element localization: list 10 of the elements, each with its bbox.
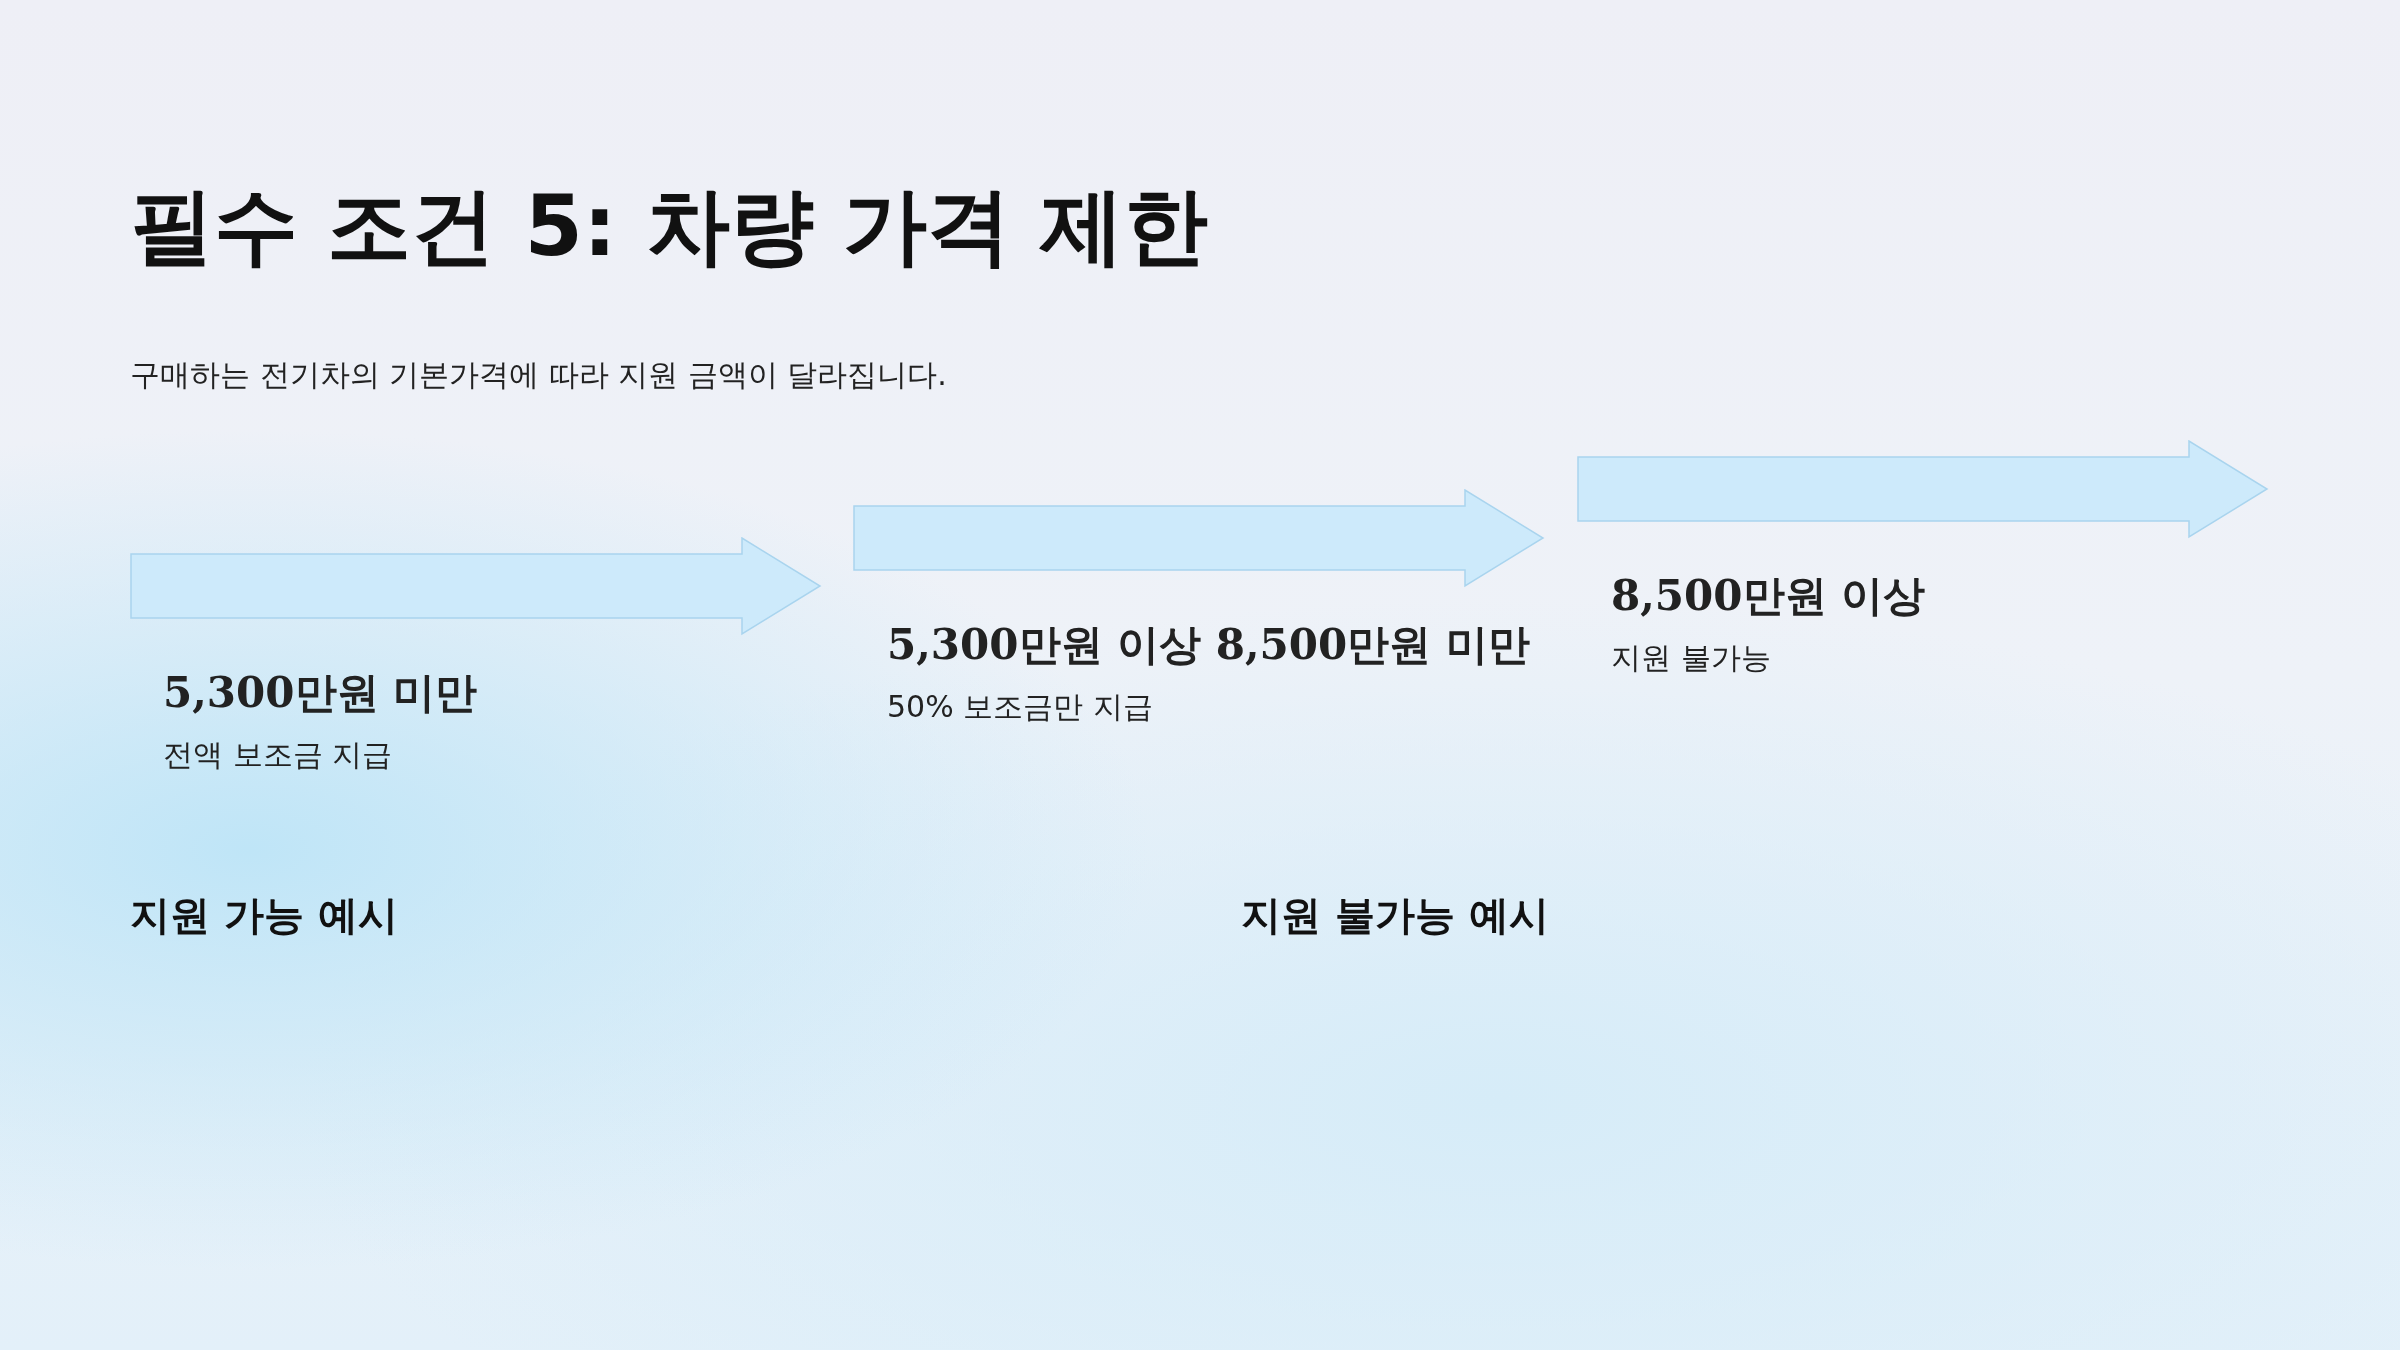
price-range-heading: 8,500만원 이상 <box>1611 570 1926 622</box>
subsidy-description: 50% 보조금만 지급 <box>887 688 1153 726</box>
slide-title: 필수 조건 5: 차량 가격 제한 <box>130 176 1209 277</box>
price-range-heading: 5,300만원 이상 8,500만원 미만 <box>887 619 1530 671</box>
price-range-heading: 5,300만원 미만 <box>163 667 478 719</box>
subsidy-description: 전액 보조금 지급 <box>163 736 393 774</box>
subtitle: 구매하는 전기차의 기본가격에 따라 지원 금액이 달라집니다. <box>130 356 947 394</box>
subsidy-description: 지원 불가능 <box>1611 639 1771 677</box>
section-heading: 지원 가능 예시 <box>130 891 398 940</box>
section-heading: 지원 불가능 예시 <box>1241 891 1549 940</box>
